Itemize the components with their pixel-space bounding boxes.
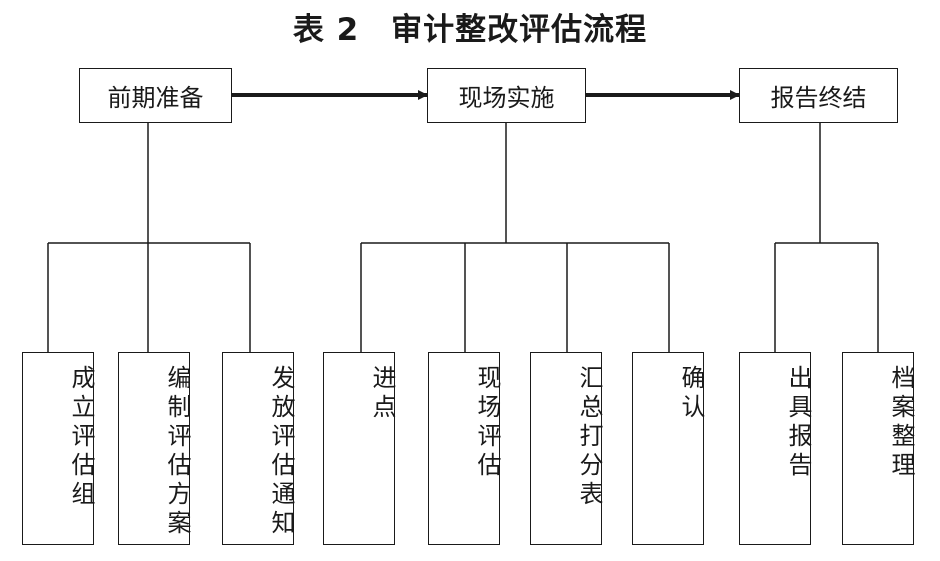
stage-label: 报告终结: [770, 84, 867, 112]
stage-box-prep: 前期准备: [79, 68, 232, 123]
stage-box-report: 报告终结: [739, 68, 898, 123]
step-label: 编制评估方案: [163, 365, 191, 539]
step-box: 进点: [323, 352, 396, 545]
step-label: 现场评估: [473, 365, 501, 481]
step-label: 档案整理: [887, 365, 915, 481]
tree-stage-1: [47, 122, 251, 352]
page-title: 表 2 审计整改评估流程: [292, 12, 648, 48]
tree-stage-2: [360, 122, 670, 352]
stage-box-onsite: 现场实施: [427, 68, 586, 123]
stage-label: 现场实施: [458, 84, 555, 112]
step-box: 编制评估方案: [118, 352, 191, 545]
step-label: 发放评估通知: [267, 365, 295, 539]
step-box: 出具报告: [739, 352, 812, 545]
step-label: 进点: [368, 365, 396, 423]
stage-label: 前期准备: [107, 84, 204, 112]
step-label: 成立评估组: [67, 365, 95, 510]
tree-stage-3: [774, 122, 879, 352]
step-box: 现场评估: [428, 352, 501, 545]
step-label: 汇总打分表: [575, 365, 603, 510]
step-box: 发放评估通知: [222, 352, 295, 545]
step-box: 成立评估组: [22, 352, 95, 545]
step-box: 档案整理: [842, 352, 915, 545]
step-label: 确认: [677, 365, 705, 423]
step-box: 确认: [632, 352, 705, 545]
step-label: 出具报告: [784, 365, 812, 481]
step-box: 汇总打分表: [530, 352, 603, 545]
